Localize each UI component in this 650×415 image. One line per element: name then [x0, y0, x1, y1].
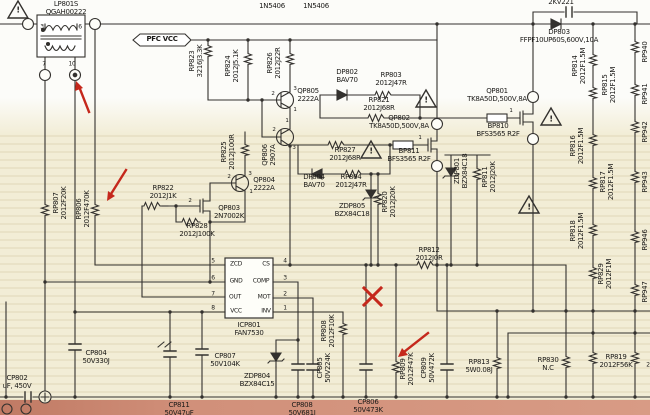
diode-symbols — [267, 18, 562, 368]
ic-fan7530 — [216, 257, 282, 319]
ferrite-bead-symbols — [392, 113, 508, 150]
background-white-band — [0, 0, 650, 135]
mosfet-qp802 — [419, 128, 438, 162]
background-stripes — [0, 135, 650, 401]
mosfet-qp803 — [195, 182, 233, 231]
transistor-qp805 — [275, 90, 295, 110]
red-arrow-icon-2 — [107, 168, 128, 201]
mosfet-qp801 — [519, 101, 534, 135]
background-bottom-strip — [0, 400, 650, 415]
warning-triangle-icons — [7, 0, 562, 214]
junction-dots — [4, 22, 637, 399]
transistor-qp804 — [230, 173, 250, 193]
red-cross-icon — [361, 285, 384, 308]
pfc-vcc-tag-shape — [132, 33, 192, 47]
red-arrow-icon-1 — [75, 81, 91, 114]
capacitor-symbols — [24, 6, 573, 403]
resistor-symbols — [40, 39, 640, 375]
wires — [0, 11, 650, 398]
connector-pads — [1, 17, 540, 415]
red-arrow-icon-3 — [398, 331, 430, 357]
transformer-lp801s — [36, 14, 86, 58]
transistor-qp806 — [275, 127, 295, 147]
